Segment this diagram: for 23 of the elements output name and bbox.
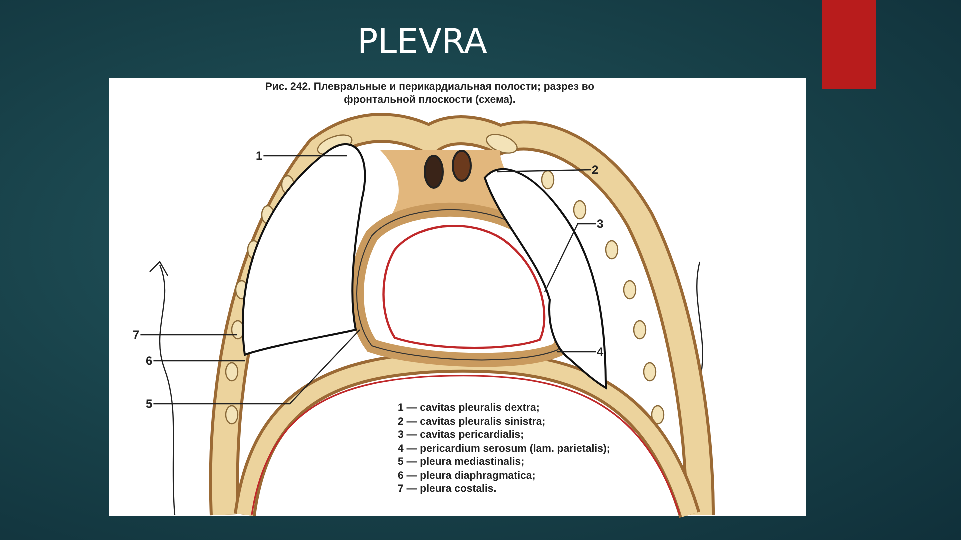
leader-line	[264, 155, 347, 157]
leader-line	[154, 330, 360, 405]
leader-line	[140, 334, 237, 336]
callout-number: 4	[597, 345, 604, 359]
legend-entry: 6 — pleura diaphragmatica;	[398, 470, 536, 482]
callout-number: 6	[146, 354, 153, 368]
leader-line	[557, 351, 596, 353]
legend-entry: 4 — pericardium serosum (lam. parietalis);	[398, 442, 610, 454]
legend-entry: 2 — cavitas pleuralis sinistra;	[398, 416, 546, 428]
callout-number: 7	[133, 328, 140, 342]
callout-number: 2	[592, 163, 599, 177]
slide-title: PLEVRA	[356, 22, 488, 62]
legend-entry: 5 — pleura mediastinalis;	[398, 456, 525, 468]
leader-line	[544, 223, 596, 292]
leader-line	[496, 169, 592, 173]
legend-entry: 7 — pleura costalis.	[398, 483, 497, 495]
legend-entry: 1 — cavitas pleuralis dextra;	[398, 402, 540, 414]
callout-number: 3	[597, 217, 604, 231]
figure-caption: Рис. 242. Плевральные и перикардиальная полости; разрез во фронтальной плоскости (схема).	[264, 81, 596, 107]
leader-line	[154, 360, 245, 362]
callout-number: 1	[256, 149, 263, 163]
callout-number: 5	[146, 397, 153, 411]
legend-entry: 3 — cavitas pericardialis;	[398, 429, 524, 441]
